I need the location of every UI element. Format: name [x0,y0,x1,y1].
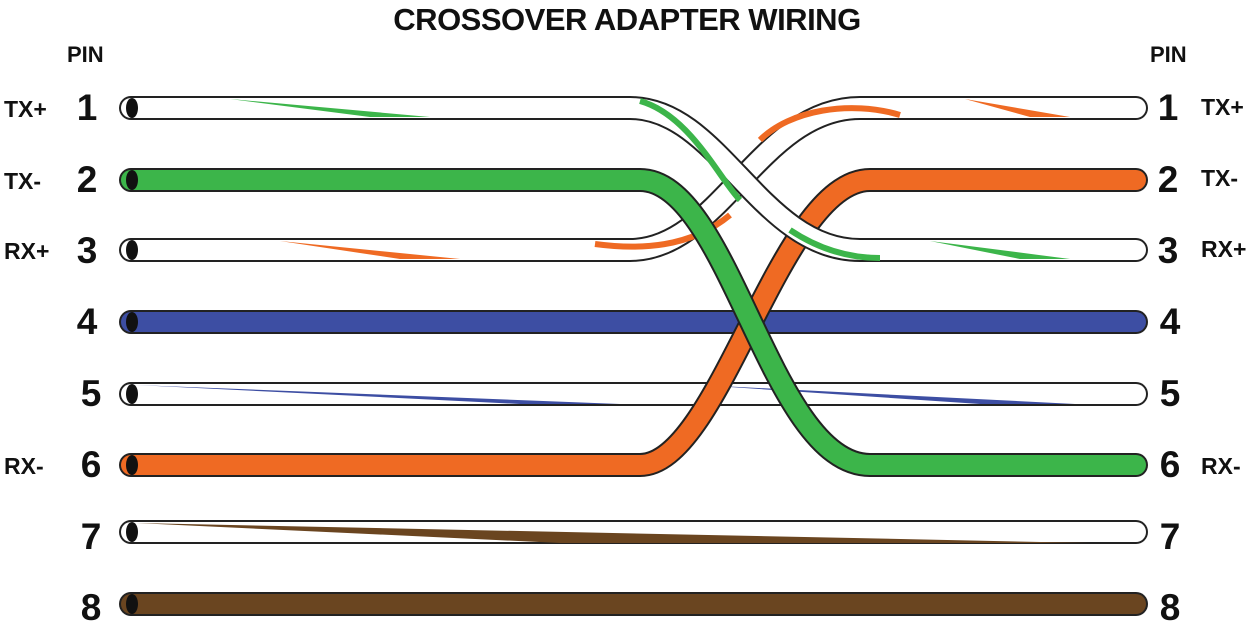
left-connector-ends [126,98,138,614]
left-pin-header: PIN [67,42,104,67]
left-pin-5: 5 [80,373,102,414]
right-signal-2: TX- [1201,165,1239,191]
right-pin-7: 7 [1159,516,1181,557]
left-pin-2: 2 [76,159,98,200]
left-pin-3: 3 [76,230,98,271]
wire-white-green [119,96,1148,262]
left-pin-6: 6 [80,444,102,485]
white-green-stripe-2 [639,98,743,203]
left-signal-6: RX- [4,453,44,479]
right-pin-3: 3 [1157,230,1179,271]
left-signal-3: RX+ [4,238,50,264]
diagram-title: CROSSOVER ADAPTER WIRING [393,2,861,37]
right-signal-1: TX+ [1201,94,1244,120]
left-signal-1: TX+ [4,96,47,122]
left-pin-8: 8 [80,587,102,628]
white-brown-stripe [136,523,1090,543]
white-orange-stripe-3 [757,105,901,143]
left-pin-1: 1 [76,87,98,128]
right-pin-4: 4 [1159,301,1181,342]
right-pin-header: PIN [1150,42,1187,67]
white-blue-stripe-left [136,385,620,404]
right-pin-6: 6 [1159,444,1181,485]
white-orange-stripe-1 [280,241,460,259]
right-pin-5: 5 [1159,373,1181,414]
white-orange-stripe-2 [594,212,732,250]
right-signal-3: RX+ [1201,236,1247,262]
white-green-stripe-3 [788,227,881,261]
white-green-stripe-4 [930,241,1070,259]
wire-green [119,168,1148,477]
wire-white-blue [119,382,1148,406]
right-signal-6: RX- [1201,453,1241,479]
right-pin-8: 8 [1159,587,1181,628]
left-pin-7: 7 [80,516,102,557]
left-signal-2: TX- [4,168,42,194]
right-pin-1: 1 [1157,87,1179,128]
wire-white-brown [119,520,1148,544]
white-green-stripe-1 [230,99,430,117]
right-pin-2: 2 [1157,159,1179,200]
left-pin-4: 4 [76,301,98,342]
white-orange-stripe-4 [965,99,1070,117]
